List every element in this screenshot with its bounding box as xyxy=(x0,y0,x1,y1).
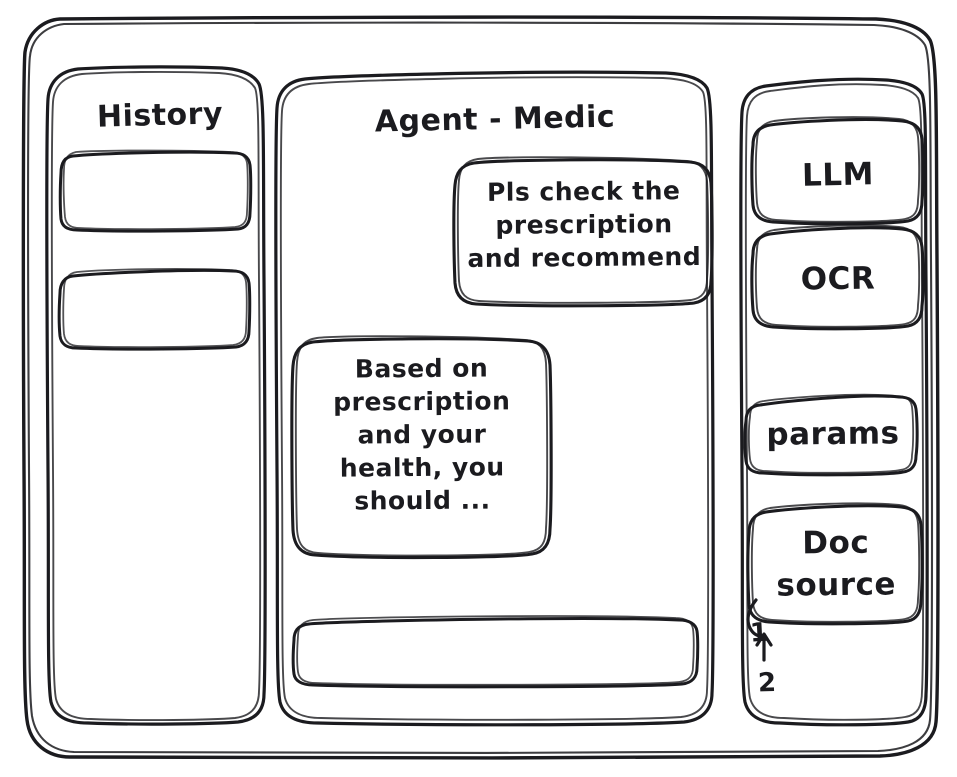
agent-panel-title: Agent - Medic xyxy=(374,99,616,140)
history-item-2-outline-echo xyxy=(62,268,248,348)
agent-bubble-outline-echo xyxy=(294,335,549,557)
tools-panel-outline-echo xyxy=(744,83,925,721)
doc-source-button-outline xyxy=(746,504,924,626)
doc-source-connector xyxy=(746,598,773,662)
agent-panel-outline-echo xyxy=(279,76,710,721)
ocr-button-outline xyxy=(750,226,925,331)
doc-source-button[interactable]: Doc source xyxy=(776,524,897,604)
llm-button-outline xyxy=(750,117,925,226)
tools-panel-outline xyxy=(739,77,929,727)
window-frame-echo xyxy=(26,21,934,755)
history-panel-outline xyxy=(45,65,267,726)
llm-button-outline-echo xyxy=(754,116,921,223)
history-item-1-label[interactable] xyxy=(64,175,248,209)
user-message-text: Pls check the prescription and recommend xyxy=(467,176,702,274)
ocr-button-outline-echo xyxy=(754,224,921,328)
history-panel-title: History xyxy=(96,96,224,135)
history-panel-outline-echo xyxy=(50,70,262,722)
composer-outline-echo xyxy=(296,615,695,686)
doc-source-number-1[interactable]: 1 xyxy=(749,617,770,649)
ocr-button[interactable]: OCR xyxy=(800,260,876,298)
params-button[interactable]: params xyxy=(766,415,900,453)
agent-panel-outline xyxy=(274,70,715,727)
composer-outline xyxy=(291,617,700,689)
llm-button[interactable]: LLM xyxy=(801,156,875,194)
doc-source-number-2[interactable]: 2 xyxy=(757,667,778,699)
doc-source-button-outline-echo xyxy=(750,502,921,623)
user-bubble-outline-echo xyxy=(456,156,710,304)
window-frame xyxy=(21,15,940,760)
history-item-2-label[interactable] xyxy=(64,292,248,326)
params-button-outline-echo xyxy=(747,393,915,474)
history-item-1-outline-echo xyxy=(62,149,249,230)
agent-message-text: Based on prescription and your health, y… xyxy=(333,353,511,516)
